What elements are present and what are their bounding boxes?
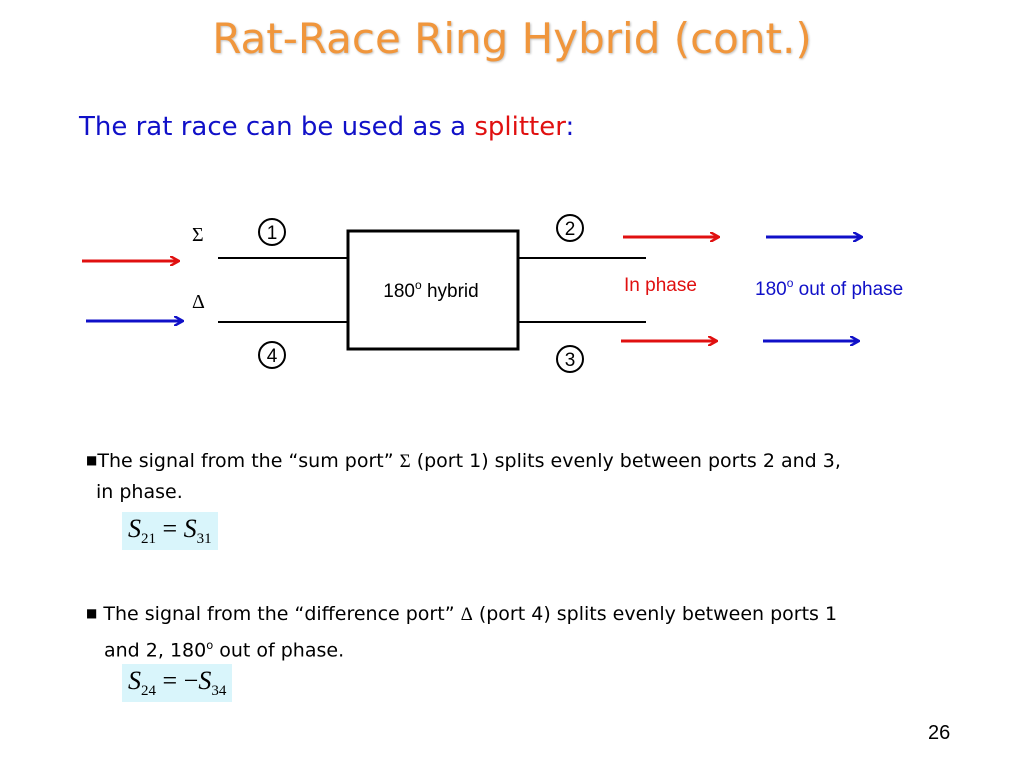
equation-s24-s34: S24 = −S34 bbox=[122, 664, 233, 702]
page-number: 26 bbox=[928, 722, 951, 744]
bullet-marker: ■ bbox=[86, 606, 98, 620]
bullet-text: (port 1) splits evenly between ports 2 a… bbox=[410, 450, 841, 472]
bullet-diff-line1: ■ The signal from the “difference port” … bbox=[86, 598, 837, 630]
equation-s21-s31: S21 = S31 bbox=[122, 512, 218, 550]
subtitle-text: The rat race can be used as a bbox=[79, 112, 475, 142]
subtitle-highlight: splitter bbox=[474, 112, 566, 142]
port2-number: 2 bbox=[565, 219, 576, 240]
port1-circle bbox=[258, 218, 286, 246]
slide-subtitle: The rat race can be used as a splitter: bbox=[79, 112, 574, 142]
bullet-marker: ■ bbox=[86, 453, 98, 467]
bullet-difference-port: ■ The signal from the “difference port” … bbox=[86, 598, 837, 665]
out-phase-label: 180o out of phase bbox=[755, 276, 903, 300]
bullet-sum-line1: ■The signal from the “sum port” Σ (port … bbox=[86, 445, 841, 477]
port4-circle bbox=[258, 341, 286, 369]
delta-inline-symbol: Δ bbox=[460, 604, 473, 625]
sigma-symbol: Σ bbox=[192, 224, 204, 246]
slide-title: Rat-Race Ring Hybrid (cont.) bbox=[212, 14, 812, 63]
hybrid-label: 180o hybrid bbox=[383, 278, 478, 302]
port3-number: 3 bbox=[565, 350, 576, 371]
port2-circle bbox=[556, 214, 584, 242]
bullet-text: The signal from the “sum port” bbox=[97, 450, 400, 472]
bullet-text: (port 4) splits evenly between ports 1 bbox=[472, 603, 838, 625]
port3-circle bbox=[556, 345, 584, 373]
bullet-sum-port: ■The signal from the “sum port” Σ (port … bbox=[86, 445, 841, 507]
port4-number: 4 bbox=[267, 346, 278, 367]
port1-number: 1 bbox=[267, 223, 278, 244]
bullet-diff-line2: and 2, 180o out of phase. bbox=[104, 638, 345, 662]
bullet-text: The signal from the “difference port” bbox=[103, 603, 461, 625]
bullet-sum-line2: in phase. bbox=[96, 481, 183, 503]
subtitle-colon: : bbox=[565, 112, 575, 142]
in-phase-label: In phase bbox=[624, 275, 697, 296]
sigma-inline-symbol: Σ bbox=[399, 451, 411, 472]
delta-symbol: Δ bbox=[192, 291, 205, 313]
hybrid-box bbox=[346, 229, 520, 351]
